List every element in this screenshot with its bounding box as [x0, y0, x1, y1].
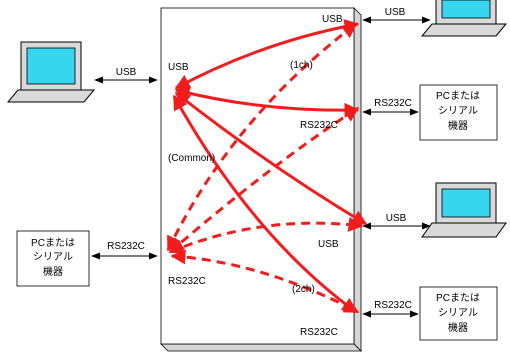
device-box-right-upper-line2: シリアル	[438, 106, 478, 117]
device-box-right-upper-line3: 機器	[448, 119, 468, 132]
label-2ch: (2ch)	[292, 284, 315, 295]
left-laptop-icon	[6, 41, 96, 103]
device-box-right-bottom-line3: 機器	[448, 321, 468, 334]
label-rs232c-common: RS232C	[168, 276, 206, 287]
route-rs232c-to-rs232c-2ch	[170, 249, 360, 314]
label-common: (Common)	[168, 153, 215, 164]
rs232c-routes	[166, 22, 364, 314]
connector-lines	[91, 16, 431, 318]
label-usb-top-right: USB	[322, 14, 343, 25]
label-usb-lower-right: USB	[318, 239, 339, 250]
label-rs232c-bottom-right: RS232C	[300, 327, 338, 338]
device-box-left-line2: シリアル	[33, 252, 73, 263]
device-box-right-bottom-line1: PCまたは	[436, 292, 480, 304]
link-label-left-rs232c: RS232C	[107, 241, 145, 252]
label-usb-common: USB	[168, 62, 189, 73]
device-box-right-bottom-line2: シリアル	[438, 308, 478, 319]
lower-right-laptop-icon	[421, 182, 507, 238]
top-right-laptop-icon	[420, 0, 508, 37]
link-label-left-usb: USB	[116, 67, 137, 78]
device-box-right-upper: PCまたは シリアル 機器	[419, 84, 498, 141]
link-label-right-top-usb: USB	[385, 7, 406, 18]
device-box-right-upper-line1: PCまたは	[436, 90, 480, 102]
device-box-left: PCまたは シリアル 機器	[16, 230, 90, 287]
central-unit-bottom	[160, 343, 362, 352]
device-box-left-line3: 機器	[43, 265, 63, 278]
link-label-right-bottom-rs232c: RS232C	[374, 300, 412, 311]
central-unit-front	[160, 7, 355, 345]
label-1ch: (1ch)	[290, 60, 313, 71]
central-unit-side	[353, 7, 362, 352]
device-box-right-bottom: PCまたは シリアル 機器	[419, 286, 498, 341]
route-rs232c-to-usb-2ch	[168, 216, 364, 254]
link-label-right-lower-usb: USB	[386, 213, 407, 224]
device-box-left-line1: PCまたは	[31, 237, 75, 249]
label-rs232c-upper-right: RS232C	[300, 120, 338, 131]
link-label-right-upper-rs232c: RS232C	[374, 98, 412, 109]
